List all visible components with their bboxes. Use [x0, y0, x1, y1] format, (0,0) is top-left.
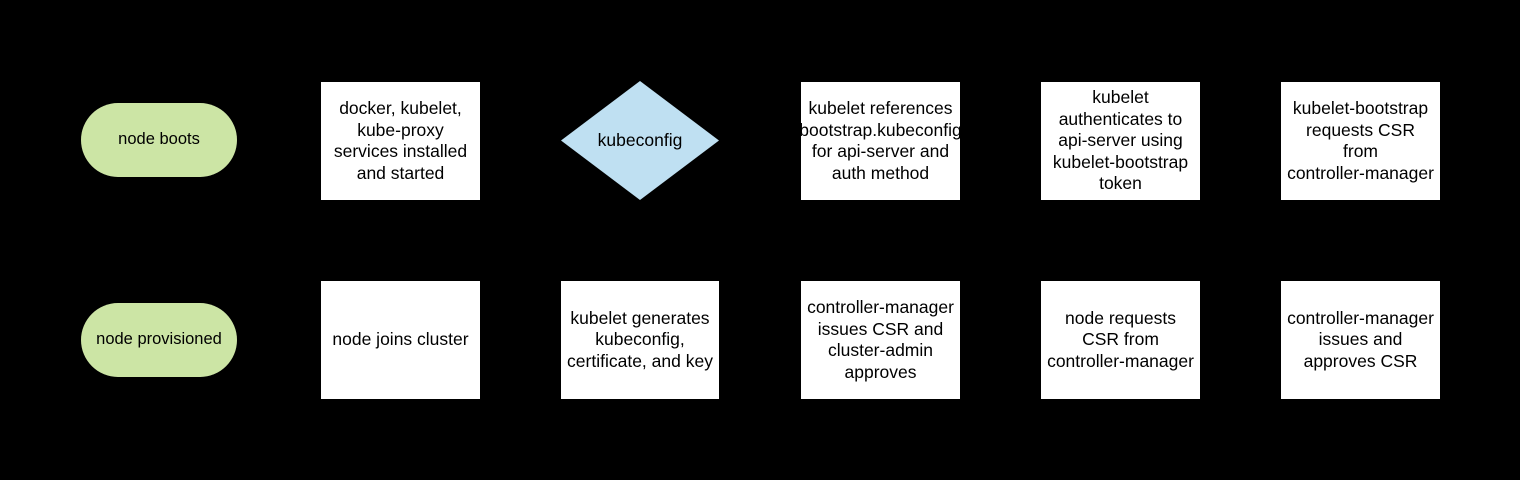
- node-node-joins-cluster[interactable]: node joins cluster: [321, 281, 480, 399]
- node-label-kubelet-generates-kubeconfig: kubelet generates kubeconfig, certificat…: [567, 307, 713, 371]
- node-kubelet-references-bootstrap[interactable]: kubelet references bootstrap.kubeconfig …: [799, 82, 962, 200]
- node-label-kubelet-bootstrap-requests-csr: kubelet-bootstrap requests CSR from cont…: [1287, 98, 1434, 183]
- node-kubelet-generates-kubeconfig[interactable]: kubelet generates kubeconfig, certificat…: [561, 281, 719, 399]
- node-label-node-provisioned: node provisioned: [96, 330, 222, 349]
- node-label-node-joins-cluster: node joins cluster: [332, 329, 469, 350]
- node-label-node-requests-csr: node requests CSR from controller-manage…: [1047, 307, 1194, 371]
- node-label-services-installed: docker, kubelet, kube-proxy services ins…: [333, 98, 468, 183]
- node-controller-manager-approves-csr[interactable]: controller-manager issues and approves C…: [1281, 281, 1440, 399]
- node-label-controller-manager-approves-csr: controller-manager issues and approves C…: [1287, 307, 1434, 371]
- node-kubelet-authenticates[interactable]: kubelet authenticates to api-server usin…: [1041, 82, 1200, 200]
- node-label-kubelet-references-bootstrap: kubelet references bootstrap.kubeconfig …: [799, 98, 962, 183]
- node-label-kubelet-authenticates: kubelet authenticates to api-server usin…: [1052, 87, 1189, 194]
- node-services-installed[interactable]: docker, kubelet, kube-proxy services ins…: [321, 82, 480, 200]
- node-label-kubeconfig-decision: kubeconfig: [597, 129, 683, 150]
- node-node-requests-csr[interactable]: node requests CSR from controller-manage…: [1041, 281, 1200, 399]
- diamond-shape-icon: [561, 81, 719, 200]
- node-node-provisioned[interactable]: node provisioned: [81, 303, 237, 377]
- node-label-controller-manager-issues-csr: controller-manager issues CSR and cluste…: [807, 297, 954, 382]
- node-label-node-boots: node boots: [118, 130, 200, 149]
- node-node-boots[interactable]: node boots: [81, 103, 237, 177]
- node-kubeconfig-decision[interactable]: kubeconfig: [561, 81, 719, 200]
- node-controller-manager-issues-csr[interactable]: controller-manager issues CSR and cluste…: [801, 281, 960, 399]
- node-kubelet-bootstrap-requests-csr[interactable]: kubelet-bootstrap requests CSR from cont…: [1281, 82, 1440, 200]
